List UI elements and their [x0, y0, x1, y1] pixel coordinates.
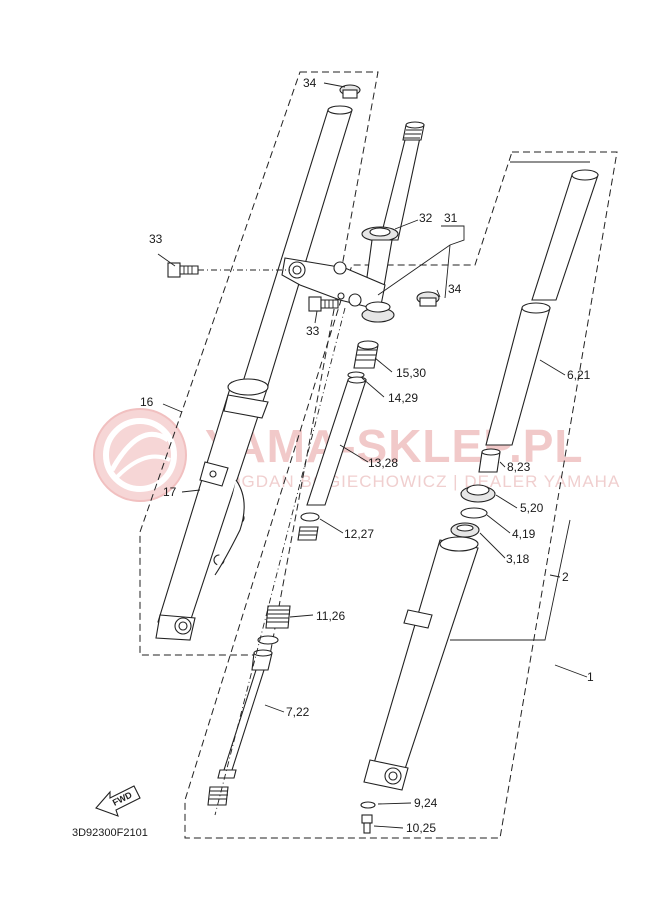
- label-16: 16: [140, 395, 154, 409]
- outline-fork-assembly-right: [184, 151, 618, 839]
- part-bolt-left: [167, 262, 199, 278]
- label-17: 17: [163, 485, 177, 499]
- label-13-28: 13,28: [368, 456, 398, 470]
- bracket-lower-fork-parts: [450, 161, 590, 641]
- label-32: 32: [419, 211, 433, 225]
- label-33-bottom: 33: [306, 324, 320, 338]
- part-fork-tube-left: [155, 105, 353, 641]
- guide-center-axis: [214, 307, 346, 816]
- part-collar: [353, 340, 379, 369]
- part-outer-tube-right: [363, 536, 479, 791]
- part-bolt-lower: [308, 296, 339, 312]
- part-inner-tube: [531, 169, 599, 301]
- part-spring-seat: [297, 512, 320, 541]
- part-slide-bush: [478, 448, 501, 473]
- part-spacer-pipe: [306, 376, 367, 506]
- diagram-code: 3D92300F2101: [72, 827, 148, 839]
- part-retaining-clip: [460, 507, 488, 519]
- label-34-top: 34: [303, 76, 317, 90]
- label-2: 2: [562, 570, 569, 584]
- label-31: 31: [444, 211, 458, 225]
- label-4-19: 4,19: [512, 527, 536, 541]
- part-oil-seal: [460, 484, 496, 503]
- label-12-27: 12,27: [344, 527, 374, 541]
- label-15-30: 15,30: [396, 366, 426, 380]
- label-6-21: 6,21: [567, 368, 591, 382]
- leader-lines: [157, 82, 588, 829]
- part-inner-tube-lower: [485, 302, 551, 446]
- fwd-arrow-icon: FWD: [95, 785, 141, 817]
- label-33-left: 33: [149, 232, 163, 246]
- part-fork-spring: [257, 605, 291, 645]
- label-14-29: 14,29: [388, 391, 418, 405]
- part-damper-rod: [217, 649, 273, 779]
- part-drain-bolt: [361, 814, 373, 834]
- label-5-20: 5,20: [520, 501, 544, 515]
- label-11-26: 11,26: [316, 609, 345, 623]
- part-labels: 34 32 31 33 34 33 15,30 6,21 14,29 16 13…: [140, 76, 594, 835]
- part-cap-bolt-top: [339, 84, 361, 99]
- label-8-23: 8,23: [507, 460, 531, 474]
- label-3-18: 3,18: [506, 552, 530, 566]
- outline-fork-assembly-left: [139, 71, 379, 656]
- part-gasket-washer: [360, 801, 376, 809]
- label-1: 1: [587, 670, 594, 684]
- watermark-brand: YAMA-SKLEP.PL: [205, 420, 584, 472]
- part-steering-stem: [281, 121, 425, 323]
- watermark-logo-icon: [93, 408, 187, 502]
- part-cap-bolt-right: [416, 291, 440, 307]
- label-7-22: 7,22: [286, 705, 310, 719]
- label-9-24: 9,24: [414, 796, 438, 810]
- part-oil-seal-washer: [450, 522, 480, 538]
- label-10-25: 10,25: [406, 821, 436, 835]
- label-34-right: 34: [448, 282, 462, 296]
